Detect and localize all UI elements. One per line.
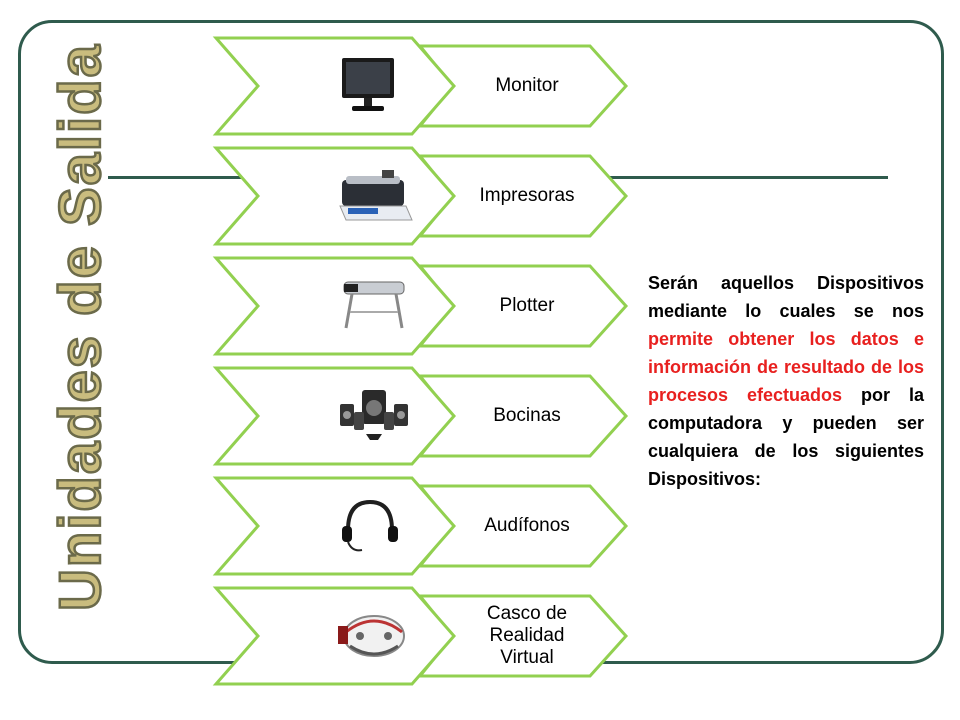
description-text: Serán aquellos Dispositivos mediante lo … <box>648 269 924 493</box>
icon-chevron <box>212 36 456 136</box>
description-part1: Serán aquellos Dispositivos mediante lo … <box>648 273 924 321</box>
description-highlight: permite obtener los datos e información … <box>648 329 924 405</box>
side-title-text: Unidades de Salida <box>48 43 113 611</box>
icon-chevron <box>212 256 456 356</box>
printer-icon <box>339 170 413 221</box>
speakers-icon <box>340 390 408 440</box>
item-label: Casco de Realidad Virtual <box>486 603 568 668</box>
headphones-icon <box>342 499 398 552</box>
plotter-icon <box>343 281 405 329</box>
item-label: Plotter <box>499 295 555 316</box>
icon-chevron <box>212 146 456 246</box>
monitor-icon <box>342 58 394 111</box>
icon-chevron <box>212 476 456 576</box>
icon-chevron <box>212 586 456 686</box>
item-label: Monitor <box>495 75 559 96</box>
side-title-svg: Unidades de Salida <box>47 42 115 612</box>
item-label: Bocinas <box>493 405 561 426</box>
item-label: Audífonos <box>484 515 570 536</box>
icon-chevron <box>212 366 456 466</box>
description-part2: por la computadora y pueden ser cualquie… <box>648 385 925 489</box>
vr-headset-icon <box>338 615 405 657</box>
item-label: Impresoras <box>479 185 575 206</box>
